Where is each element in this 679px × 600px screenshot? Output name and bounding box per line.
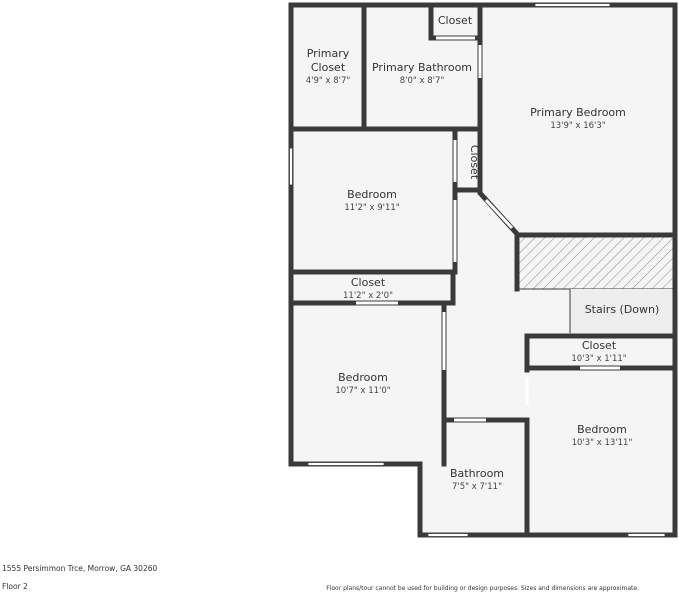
fill-bathroom <box>420 420 527 535</box>
fill-bedroom-2 <box>293 305 443 462</box>
label-primary-bathroom: Primary Bathroom <box>372 61 472 74</box>
dims-bedroom-3: 10'3" x 13'11" <box>572 438 633 448</box>
label-primary-closet-l2: Closet <box>311 61 346 74</box>
fill-primary-closet <box>293 7 363 129</box>
dims-primary-bathroom: 8'0" x 8'7" <box>400 76 445 86</box>
label-side-closet: Closet <box>468 145 481 180</box>
disclaimer: Floor plans/tour cannot be used for buil… <box>326 585 639 592</box>
stairs-hatch <box>518 236 674 290</box>
label-bathroom: Bathroom <box>450 467 504 480</box>
dims-primary-bedroom: 13'9" x 16'3" <box>550 121 605 131</box>
label-right-closet: Closet <box>582 339 617 352</box>
window-frames <box>289 3 666 537</box>
dims-primary-closet: 4'9" x 8'7" <box>306 76 351 86</box>
fill-hall-closet <box>293 273 451 302</box>
fill-bedroom-1 <box>293 132 455 270</box>
fill-primary-bathroom <box>366 7 480 129</box>
dims-hall-closet: 11'2" x 2'0" <box>343 291 393 301</box>
stairs-landing <box>570 289 673 333</box>
label-bedroom-2: Bedroom <box>338 371 388 384</box>
fill-closet-2 <box>455 132 480 190</box>
stairs <box>518 236 674 333</box>
label-bedroom-1: Bedroom <box>347 188 397 201</box>
label-primary-closet-l1: Primary <box>307 47 350 60</box>
label-hall-closet: Closet <box>351 276 386 289</box>
property-address: 1555 Persimmon Trce, Morrow, GA 30260 <box>2 564 158 573</box>
dims-right-closet: 10'3" x 1'11" <box>571 354 626 364</box>
angled-door <box>478 191 521 238</box>
dims-bedroom-2: 10'7" x 11'0" <box>335 386 390 396</box>
dims-bedroom-1: 11'2" x 9'11" <box>344 203 399 213</box>
label-bedroom-3: Bedroom <box>577 423 627 436</box>
floor-label: Floor 2 <box>2 582 28 591</box>
windows <box>289 3 665 537</box>
label-stairs: Stairs (Down) <box>585 303 660 316</box>
label-primary-bedroom: Primary Bedroom <box>530 106 626 119</box>
room-labels: Primary Closet 4'9" x 8'7" Primary Bathr… <box>306 14 660 492</box>
dims-bathroom: 7'5" x 7'11" <box>452 482 502 492</box>
label-top-closet: Closet <box>438 14 473 27</box>
